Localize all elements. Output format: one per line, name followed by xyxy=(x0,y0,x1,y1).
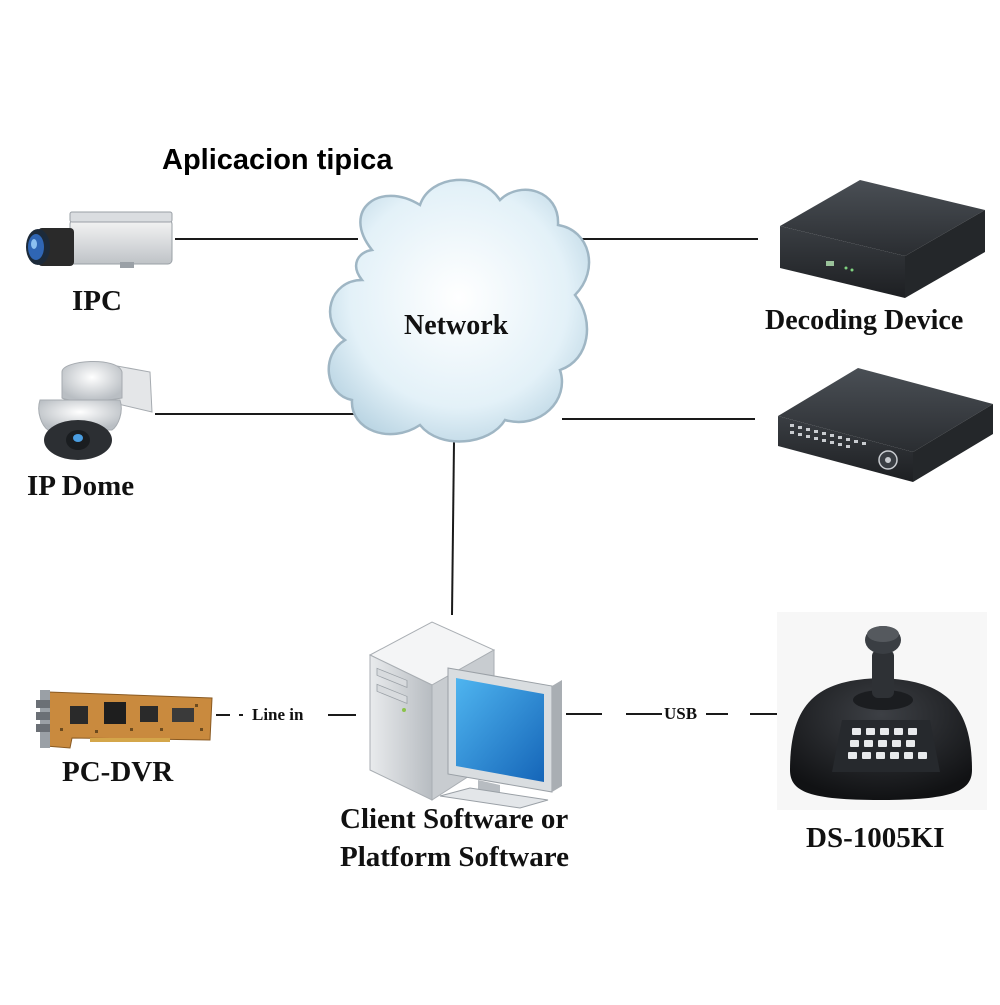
client-label-line1: Client Software or xyxy=(340,803,569,835)
capture-card-icon xyxy=(36,690,213,749)
dome-camera-icon xyxy=(38,361,153,460)
joystick-keyboard-icon xyxy=(777,612,987,810)
usb-label: USB xyxy=(664,704,698,723)
nvr-recorder-icon xyxy=(778,368,993,482)
ipc-label: IPC xyxy=(72,285,122,317)
decoder-box-icon xyxy=(780,180,985,298)
line-in-label: Line in xyxy=(252,705,304,724)
connection-lines xyxy=(155,238,777,716)
cloud-icon xyxy=(327,178,591,443)
diagram-title: Aplicacion tipica xyxy=(162,144,393,176)
network-label: Network xyxy=(404,310,509,341)
pc-dvr-label: PC-DVR xyxy=(62,756,174,788)
decoding-device-label: Decoding Device xyxy=(765,305,964,336)
ip-dome-label: IP Dome xyxy=(27,470,135,502)
line-network-client xyxy=(451,441,455,616)
box-camera-icon xyxy=(26,211,173,268)
keyboard-label: DS-1005KI xyxy=(806,822,945,854)
desktop-computer-icon xyxy=(368,621,562,809)
client-label-line2: Platform Software xyxy=(340,841,569,873)
